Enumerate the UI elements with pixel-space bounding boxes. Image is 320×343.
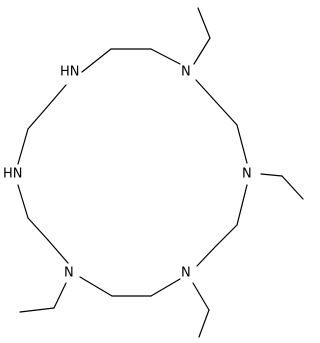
bond bbox=[195, 79, 217, 103]
bonds bbox=[17, 7, 304, 338]
bond bbox=[17, 184, 29, 219]
atom-label-nh-left: HN bbox=[3, 167, 23, 182]
bond bbox=[27, 105, 49, 130]
bond bbox=[197, 7, 211, 39]
bond bbox=[260, 173, 283, 177]
bond bbox=[47, 239, 69, 264]
bond bbox=[281, 175, 304, 200]
bond bbox=[198, 309, 210, 338]
bond bbox=[27, 217, 49, 241]
bond bbox=[215, 224, 238, 247]
atom-label-nh-top: HN bbox=[60, 65, 80, 80]
bond bbox=[53, 282, 67, 309]
bond bbox=[47, 84, 67, 107]
bond bbox=[193, 37, 211, 65]
bond bbox=[17, 128, 29, 165]
bond bbox=[81, 48, 112, 73]
macrocycle-structure: HN N HN N N N bbox=[3, 7, 304, 338]
bond bbox=[79, 276, 113, 297]
bond bbox=[150, 278, 181, 297]
bond bbox=[150, 48, 181, 65]
bond bbox=[236, 124, 248, 164]
atom-label-n-bottom-left: N bbox=[64, 266, 74, 281]
atom-label-n-right: N bbox=[242, 167, 252, 182]
atom-label-n-top: N bbox=[181, 65, 191, 80]
bond bbox=[236, 184, 248, 226]
bond bbox=[192, 282, 210, 311]
bond bbox=[196, 245, 217, 267]
bond bbox=[19, 307, 55, 313]
atom-label-n-bottom-right: N bbox=[181, 266, 191, 281]
bond bbox=[215, 101, 238, 126]
atom-labels: HN N HN N N N bbox=[3, 65, 252, 281]
